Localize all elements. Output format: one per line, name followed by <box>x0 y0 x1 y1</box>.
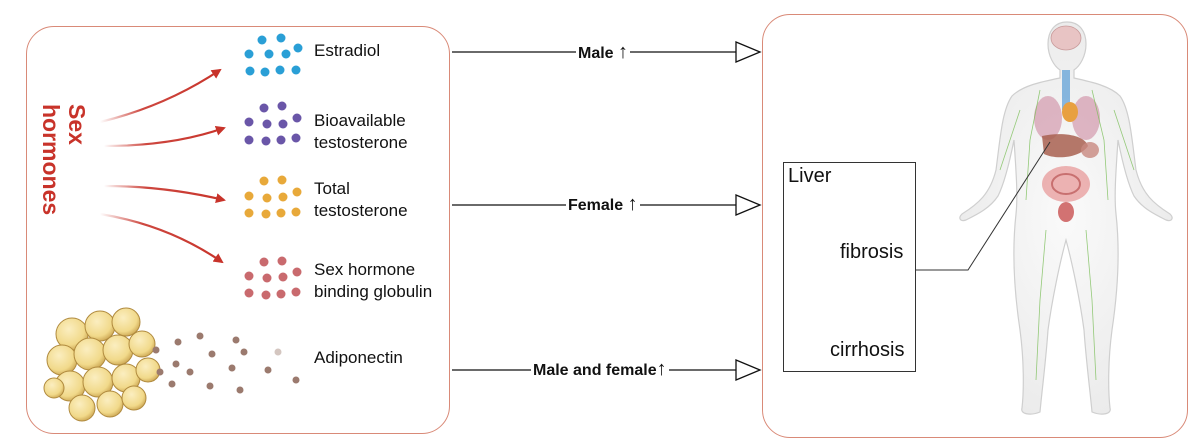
total-label-line1: Total <box>314 179 350 198</box>
estradiol-label: Estradiol <box>314 40 380 62</box>
total-testosterone-dots-icon <box>244 175 302 219</box>
total-label-line2: testosterone <box>314 201 408 220</box>
up-arrow-icon: ↑ <box>656 358 667 380</box>
shbg-label-line2: binding globulin <box>314 282 433 301</box>
liver-title: Liver <box>788 165 832 187</box>
female-arrow-label: Female ↑ <box>566 194 640 216</box>
arrow-to-bioavailable <box>103 125 226 148</box>
arrow-to-shbg <box>99 212 224 264</box>
bioavailable-label-line1: Bioavailable <box>314 111 406 130</box>
adiponectin-dots-icon <box>152 332 300 394</box>
adipose-tissue-icon <box>43 307 161 422</box>
estradiol-label-line1: Estradiol <box>314 41 381 60</box>
male-arrow-head <box>735 41 762 63</box>
adiponectin-label: Adiponectin <box>314 347 403 369</box>
liver-leader-line <box>916 141 1051 271</box>
up-arrow-icon: ↑ <box>618 41 629 63</box>
fibrosis-label: fibrosis <box>840 241 904 263</box>
arrow-to-estradiol <box>99 68 222 124</box>
up-arrow-icon: ↑ <box>627 193 638 215</box>
bioavailable-testosterone-label: Bioavailable testosterone <box>314 110 408 154</box>
arrow-to-total <box>103 184 226 204</box>
red-curved-arrows <box>99 68 226 264</box>
male-label-text: Male <box>578 45 614 62</box>
adiponectin-label-text: Adiponectin <box>314 348 403 367</box>
total-testosterone-label: Total testosterone <box>314 178 408 222</box>
female-label-text: Female <box>568 197 624 214</box>
shbg-label: Sex hormone binding globulin <box>314 259 432 303</box>
human-body-icon <box>959 21 1173 415</box>
shbg-dots-icon <box>244 256 302 300</box>
male-and-female-arrow-label: Male and female↑ <box>531 359 669 381</box>
estradiol-dots-icon <box>244 33 303 77</box>
bioavailable-label-line2: testosterone <box>314 133 408 152</box>
liver-box <box>783 162 916 372</box>
bioavailable-testosterone-dots-icon <box>244 101 302 146</box>
shbg-label-line1: Sex hormone <box>314 260 416 279</box>
male-arrow-label: Male ↑ <box>576 41 631 64</box>
male-female-arrow-head <box>735 359 762 381</box>
female-arrow-head <box>735 194 762 216</box>
male-and-female-label-text: Male and female <box>533 362 657 379</box>
cirrhosis-label: cirrhosis <box>830 339 905 361</box>
